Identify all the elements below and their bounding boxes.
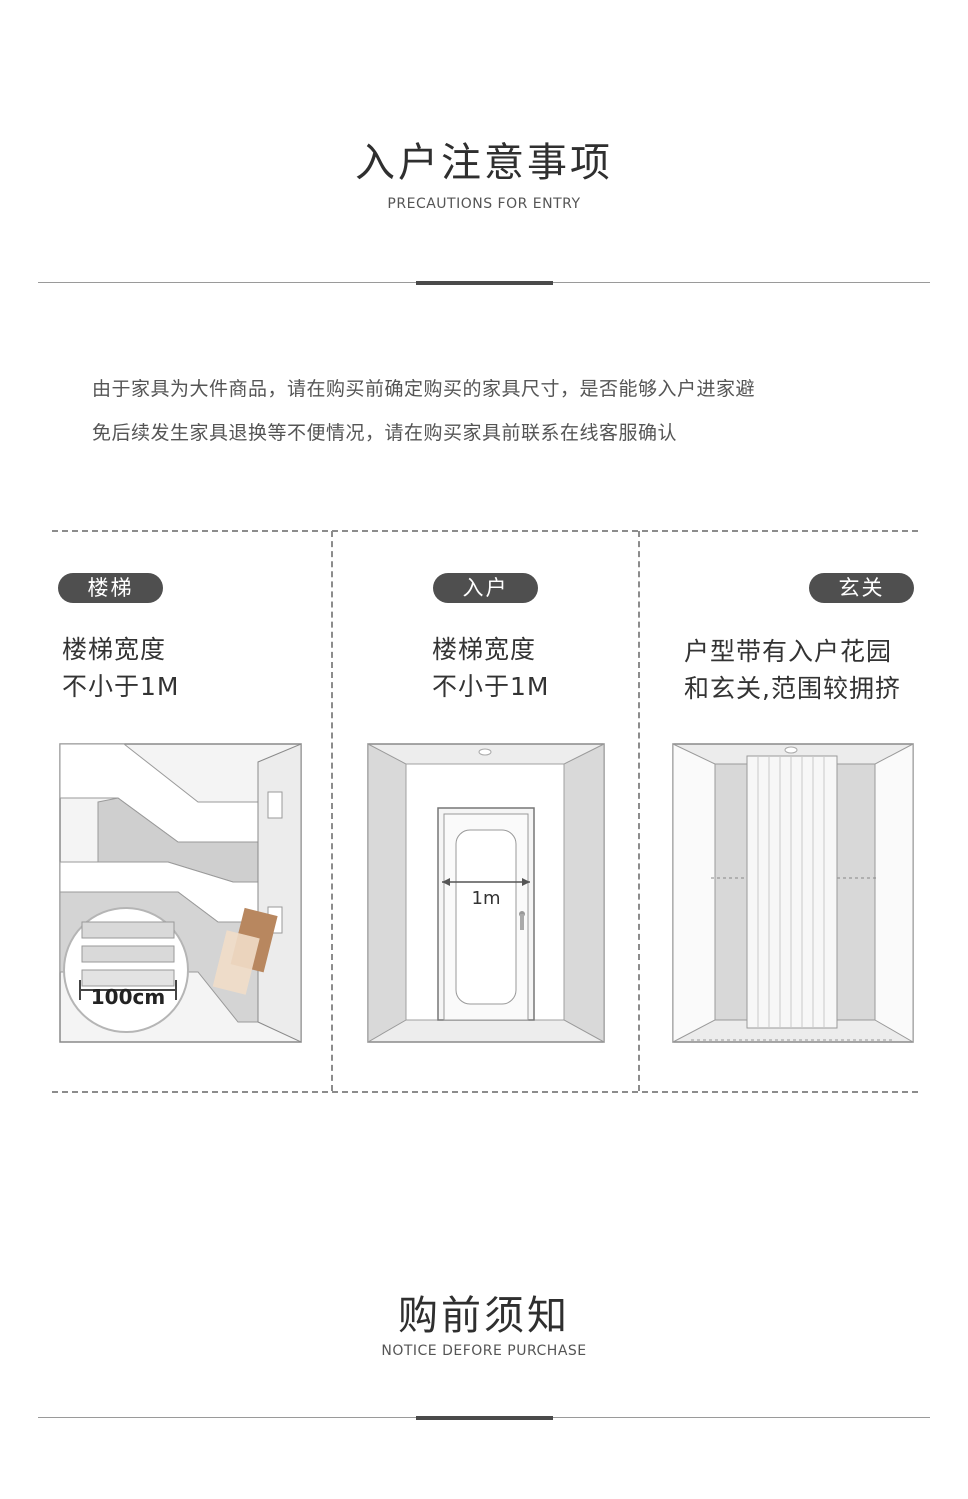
panel-foyer-caption: 户型带有入户花园 和玄关,范围较拥挤 xyxy=(684,633,901,707)
measure-label-door: 1m xyxy=(472,888,501,909)
stairs-illustration: 100cm xyxy=(59,743,302,1043)
caption-line-2: 不小于1M xyxy=(62,672,180,701)
door-illustration: 1m xyxy=(367,743,605,1043)
section-subtitle-2: NOTICE DEFORE PURCHASE xyxy=(381,1343,587,1359)
section-subtitle: PRECAUTIONS FOR ENTRY xyxy=(387,196,581,212)
measure-label-stairs: 100cm xyxy=(91,985,165,1009)
dashed-divider-left xyxy=(331,531,333,1091)
dashed-border-bottom xyxy=(52,1091,918,1093)
caption-line-2: 和玄关,范围较拥挤 xyxy=(684,674,901,703)
tag-entry: 入户 xyxy=(433,573,538,603)
caption-line-1: 楼梯宽度 xyxy=(62,635,167,664)
dashed-border-top xyxy=(52,530,918,532)
caption-line-1: 户型带有入户花园 xyxy=(684,637,893,666)
intro-line-1: 由于家具为大件商品，请在购买前确定购买的家具尺寸，是否能够入户进家避 xyxy=(92,378,756,400)
tag-stairs: 楼梯 xyxy=(58,573,163,603)
divider-accent xyxy=(416,281,553,285)
section-title: 入户注意事项 xyxy=(355,140,613,186)
panel-stairs-caption: 楼梯宽度 不小于1M xyxy=(62,631,179,705)
dashed-divider-right xyxy=(638,531,640,1091)
panel-entry-caption: 楼梯宽度 不小于1M xyxy=(432,631,549,705)
foyer-illustration xyxy=(672,743,914,1043)
tag-foyer: 玄关 xyxy=(809,573,914,603)
intro-paragraph: 由于家具为大件商品，请在购买前确定购买的家具尺寸，是否能够入户进家避 免后续发生… xyxy=(92,367,892,455)
intro-line-2: 免后续发生家具退换等不便情况，请在购买家具前联系在线客服确认 xyxy=(92,422,678,444)
caption-line-1: 楼梯宽度 xyxy=(432,635,537,664)
section-title-2: 购前须知 xyxy=(398,1293,570,1339)
caption-line-2: 不小于1M xyxy=(432,672,550,701)
divider-accent-2 xyxy=(416,1416,553,1420)
